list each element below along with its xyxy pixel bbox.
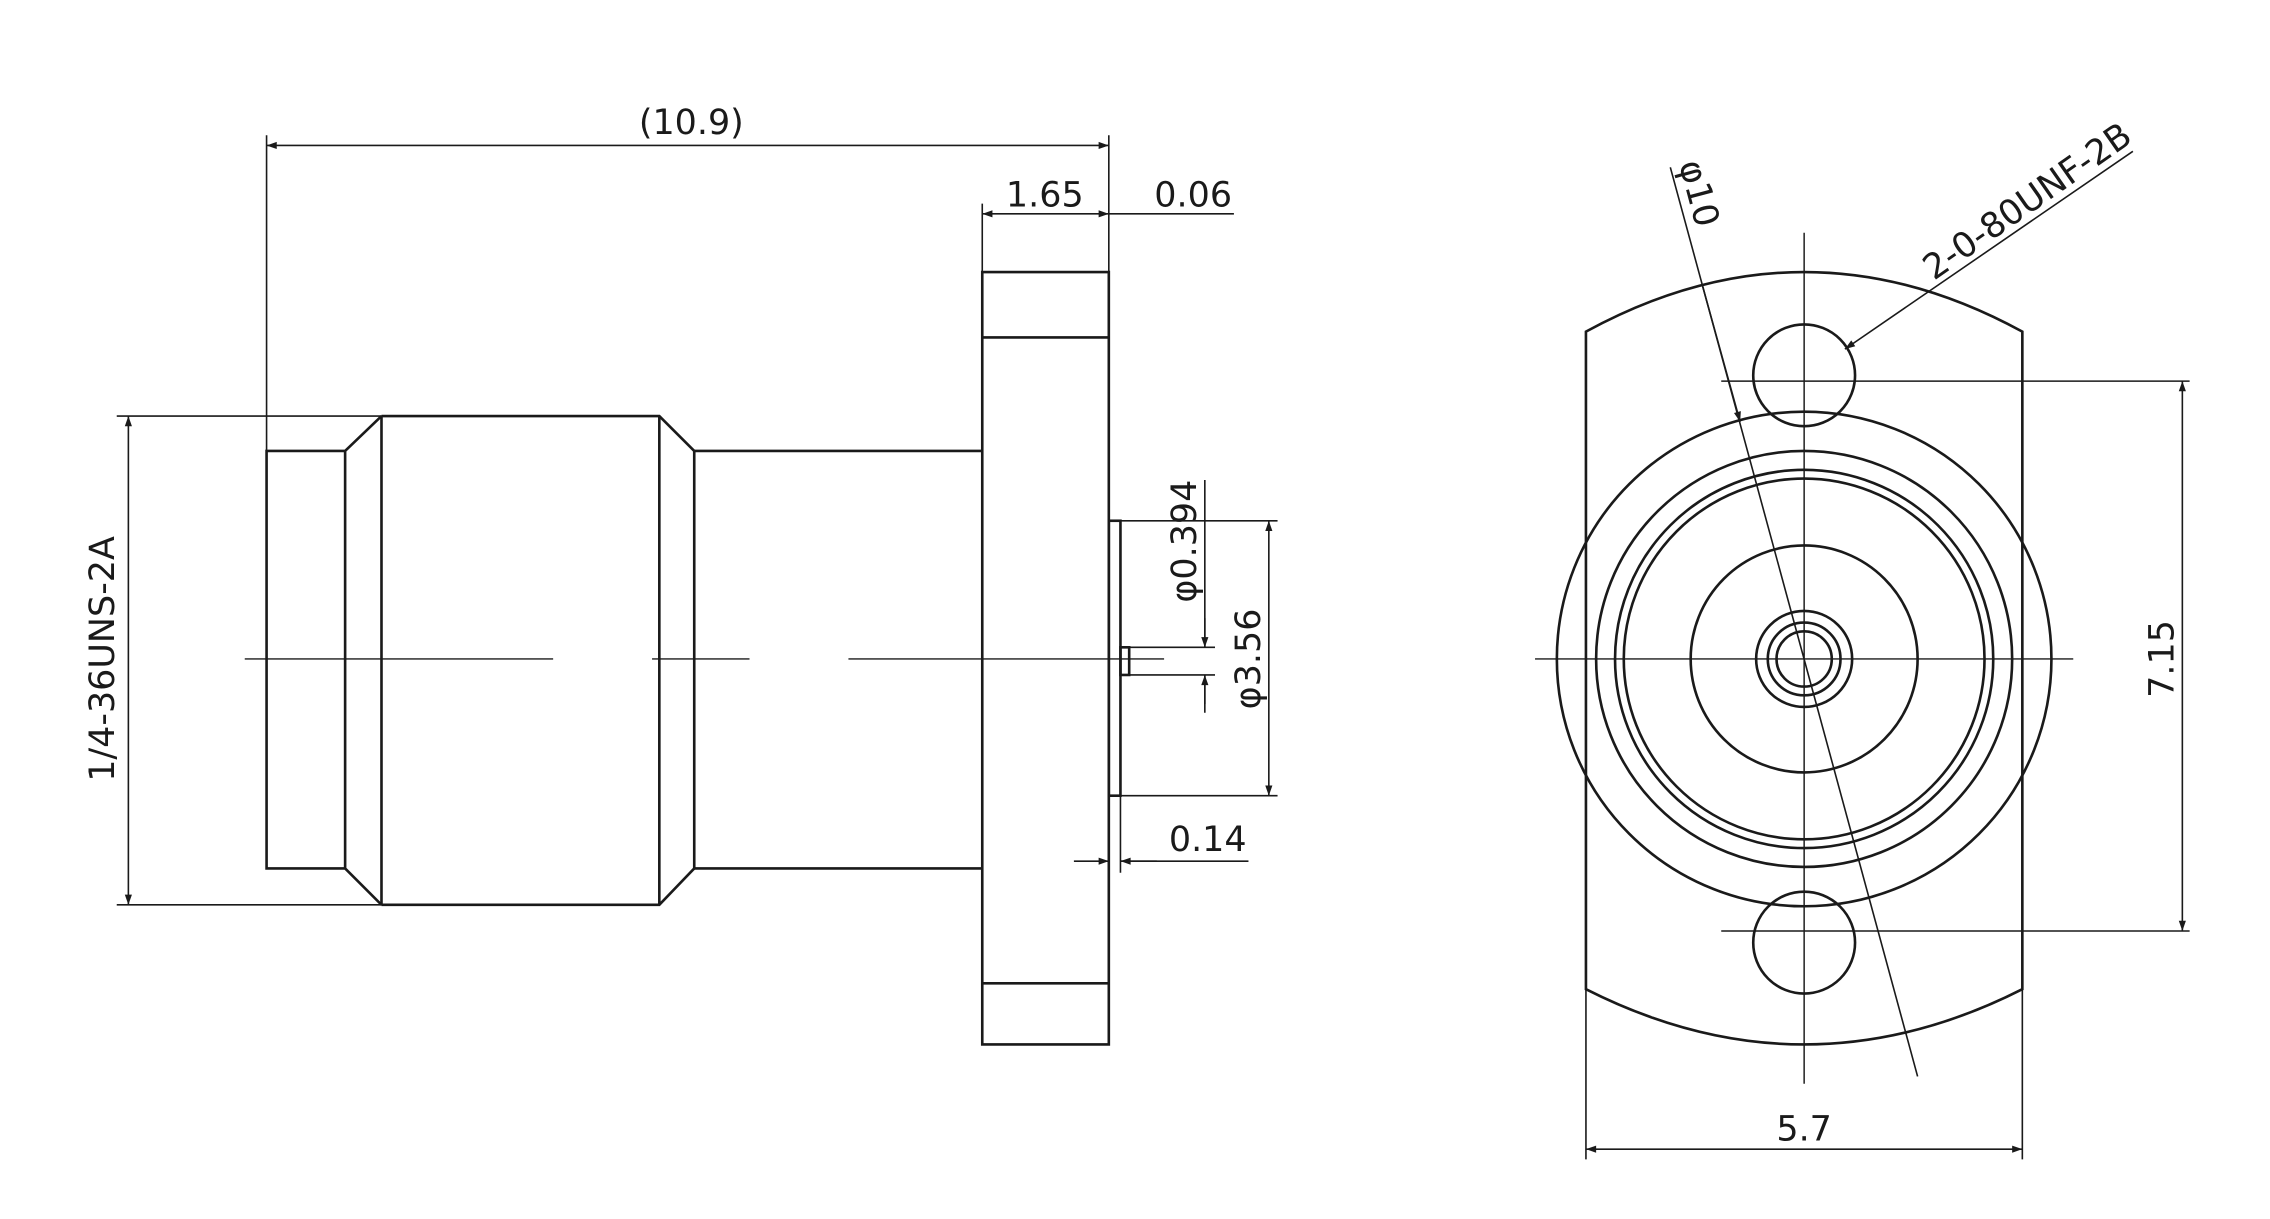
center-pin bbox=[1119, 646, 1131, 677]
side-view: (10.9) 1.65 0.06 1/4-36UNS-2A φ0.394 φ3.… bbox=[83, 103, 1278, 1046]
dim-dielectric-diameter: φ3.56 bbox=[1229, 609, 1269, 710]
dim-flange-width: 5.7 bbox=[1776, 1109, 1832, 1149]
rear-nut bbox=[265, 415, 383, 906]
centerlines bbox=[1535, 232, 2190, 1084]
dim-bolt-circle: φ10 bbox=[1670, 156, 1726, 232]
dim-pin-offset: 0.06 bbox=[1154, 176, 1232, 216]
coupling-body bbox=[380, 414, 696, 907]
dim-overall-length: (10.9) bbox=[639, 103, 744, 143]
dim-thread: 1/4-36UNS-2A bbox=[83, 536, 123, 782]
flange bbox=[980, 270, 1111, 1046]
dim-hole-spacing: 7.15 bbox=[2143, 620, 2183, 698]
dim-pin-diameter: φ0.394 bbox=[1165, 480, 1205, 603]
front-view: 7.15 5.7 φ10 2-0-80UNF-2B bbox=[1535, 115, 2190, 1160]
dim-hole-thread: 2-0-80UNF-2B bbox=[1916, 115, 2139, 288]
dim-dielectric-protrusion: 0.14 bbox=[1169, 820, 1247, 860]
dim-flange-thickness: 1.65 bbox=[1006, 176, 1084, 216]
